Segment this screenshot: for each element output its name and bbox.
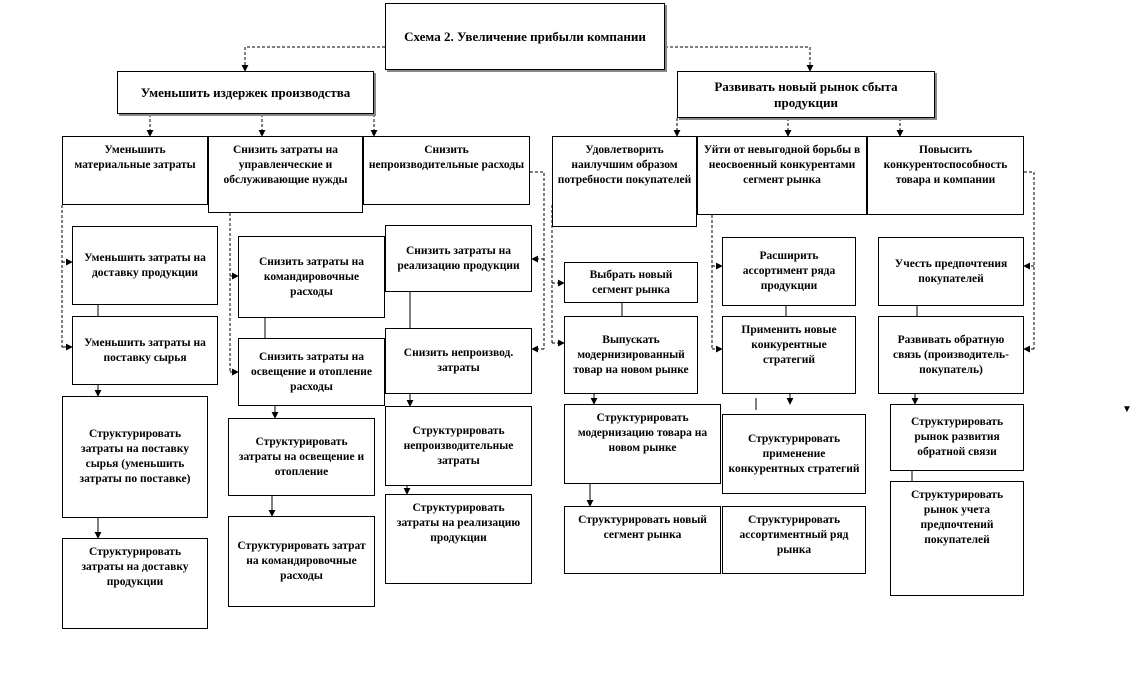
col6-structure-preferences: Структурировать рынок учета предпочтений… [890,481,1024,596]
col2-structure-travel: Структурировать затрат на командировочны… [228,516,375,607]
col2-travel-costs: Снизить затраты на командировочные расхо… [238,236,385,318]
col4-structure-segment: Структурировать новый сегмент рынка [564,506,721,574]
col5-competitive-strategies: Применить новые конкурентные стратегий [722,316,856,394]
header-satisfy-customers: Удовлетворить наилучшим образом потребно… [552,136,697,227]
col3-nonproductive: Снизить непроизвод. затраты [385,328,532,394]
col6-structure-feedback: Структурировать рынок развития обратной … [890,404,1024,471]
col4-structure-modernization: Структурировать модернизацию товара на н… [564,404,721,484]
col5-structure-assortment: Структурировать ассортиментный ряд рынка [722,506,866,574]
col1-supply-costs: Уменьшить затраты на поставку сырья [72,316,218,385]
col2-structure-lighting: Структурировать затраты на освещение и о… [228,418,375,496]
col4-new-segment: Выбрать новый сегмент рынка [564,262,698,303]
header-management-costs: Снизить затраты на управленческие и обсл… [208,136,363,213]
col6-feedback: Развивать обратную связь (производитель-… [878,316,1024,394]
col1-structure-supply: Структурировать затраты на поставку сырь… [62,396,208,518]
col5-structure-strategies: Структурировать применение конкурентных … [722,414,866,494]
col4-modernized-product: Выпускать модернизированный товар на нов… [564,316,698,394]
header-material-costs: Уменьшить материальные затраты [62,136,208,205]
header-new-segment: Уйти от невыгодной борьбы в неосвоенный … [697,136,867,215]
col6-customer-preferences: Учесть предпочтения покупателей [878,237,1024,306]
col5-expand-assortment: Расширить ассортимент ряда продукции [722,237,856,306]
branch-new-market: Развивать новый рынок сбыта продукции [677,71,935,118]
col3-sales-costs: Снизить затраты на реализацию продукции [385,225,532,292]
col3-structure-nonproductive: Структурировать непроизводительные затра… [385,406,532,486]
col1-delivery-costs: Уменьшить затраты на доставку продукции [72,226,218,305]
col1-structure-delivery: Структурировать затраты на доставку прод… [62,538,208,629]
header-nonproductive-costs: Снизить непроизводительные расходы [363,136,530,205]
col3-structure-sales: Структурировать затраты на реализацию пр… [385,494,532,584]
diagram-title: Схема 2. Увеличение прибыли компании [385,3,665,70]
header-competitiveness: Повысить конкурентоспособность товара и … [867,136,1024,215]
col2-lighting-heating: Снизить затраты на освещение и отопление… [238,338,385,406]
branch-reduce-costs: Уменьшить издержек производства [117,71,374,114]
stray-arrow-mark: ▼ [1122,404,1132,415]
